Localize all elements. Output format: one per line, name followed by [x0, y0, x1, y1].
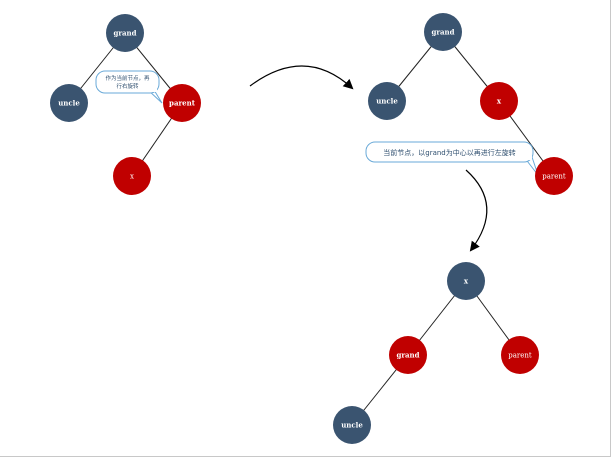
callout-right-rotation-line2: 行右旋转 [116, 82, 139, 90]
node-t1-x: x [113, 157, 151, 195]
node-t1-grand-label: grand [113, 29, 136, 38]
callout-right-rotation: 作为当前节点，再 行右旋转 [95, 70, 163, 104]
callout-right-rotation-box [95, 70, 160, 94]
node-t1-parent: parent [163, 84, 201, 122]
node-t2-uncle-label: uncle [376, 97, 398, 106]
tree2-nodes: grand uncle x parent [368, 13, 573, 195]
tree3-edges [351, 280, 521, 426]
tree3-nodes: x grand parent uncle [333, 262, 539, 444]
node-t3-uncle: uncle [333, 406, 371, 444]
callout-left-rotation: 当前节点，以grand为中心以再进行左旋转 [365, 141, 539, 176]
node-t2-parent-label: parent [542, 173, 566, 181]
rotation-arrow-right [249, 65, 354, 90]
node-t2-grand-label: grand [431, 28, 454, 37]
node-t3-x-label: x [464, 277, 469, 286]
node-t2-uncle: uncle [368, 82, 406, 120]
node-t1-grand: grand [106, 14, 144, 52]
rotation-arrow-down [465, 169, 488, 252]
node-t3-grand-label: grand [396, 351, 419, 360]
node-t3-grand: grand [389, 336, 427, 374]
callout-left-rotation-box [365, 141, 534, 163]
node-t3-uncle-label: uncle [341, 421, 363, 430]
callout-left-rotation-text: 当前节点，以grand为中心以再进行左旋转 [383, 148, 516, 157]
node-t1-x-label: x [130, 173, 134, 181]
node-t2-x-label: x [497, 97, 502, 106]
node-t1-parent-label: parent [169, 99, 196, 108]
node-t2-grand: grand [424, 13, 462, 51]
node-t2-x: x [480, 82, 518, 120]
node-t3-x: x [447, 262, 485, 300]
node-t3-parent: parent [501, 336, 539, 374]
tree1-nodes: grand uncle parent x [50, 14, 201, 195]
node-t3-parent-label: parent [508, 352, 532, 360]
callout-right-rotation-line1: 作为当前节点，再 [105, 74, 150, 82]
node-t1-uncle: uncle [50, 84, 88, 122]
node-t1-uncle-label: uncle [58, 99, 80, 108]
node-t2-parent: parent [535, 157, 573, 195]
